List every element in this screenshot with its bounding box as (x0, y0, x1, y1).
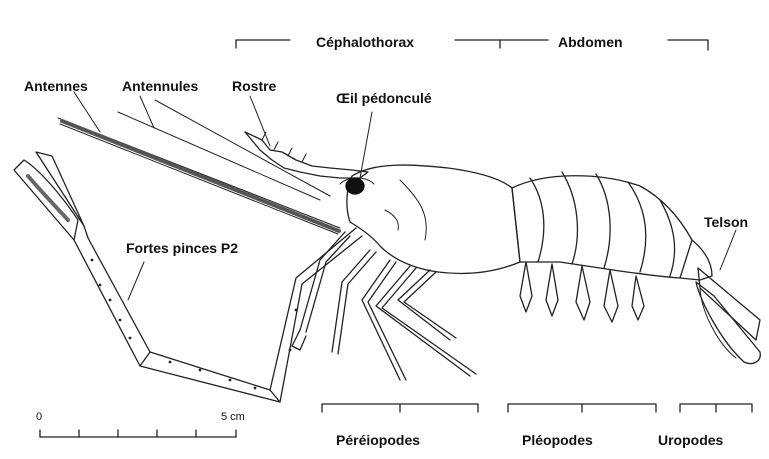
label-cephalothorax: Céphalothorax (316, 34, 414, 50)
abdomen (512, 172, 712, 280)
label-pereiopodes: Péréiopodes (336, 432, 420, 448)
eye (346, 178, 364, 194)
label-rostre: Rostre (232, 78, 276, 94)
pointer-antennules (140, 96, 154, 128)
label-uropodes: Uropodes (658, 432, 723, 448)
tail-fan (696, 268, 760, 364)
scale-start-label: 0 (36, 411, 42, 423)
pereiopods (292, 232, 476, 380)
label-pinces: Fortes pinces P2 (126, 240, 238, 256)
label-antennes: Antennes (24, 78, 88, 94)
antennae (58, 100, 340, 234)
label-pleopodes: Pléopodes (522, 432, 593, 448)
label-antennules: Antennules (122, 78, 198, 94)
pointer-pinces (128, 262, 144, 300)
rostrum (245, 132, 368, 178)
label-oeil: Œil pédonculé (336, 90, 432, 106)
scale-end-label: 5 cm (221, 411, 245, 423)
pointer-telson (720, 230, 736, 270)
label-telson: Telson (704, 214, 748, 230)
label-abdomen: Abdomen (558, 34, 623, 50)
bottom-brackets (322, 404, 752, 412)
scale-bar (40, 430, 236, 437)
cheliped-p2 (14, 152, 362, 402)
cheliped-spots (91, 259, 298, 390)
carapace (347, 165, 520, 273)
